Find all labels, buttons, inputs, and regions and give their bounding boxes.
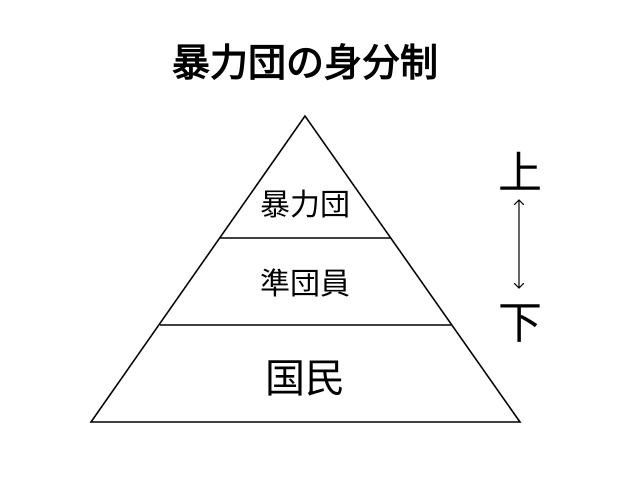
hierarchy-top-label: 上 [498,148,542,199]
tier-label-bottom: 国民 [265,356,345,402]
diagram-title: 暴力団の身分制 [172,41,438,85]
tier-label-top: 暴力団 [260,188,350,223]
tier-label-middle: 準団員 [260,267,350,302]
pyramid-outline [89,114,522,423]
hierarchy-bottom-label: 下 [498,298,542,349]
